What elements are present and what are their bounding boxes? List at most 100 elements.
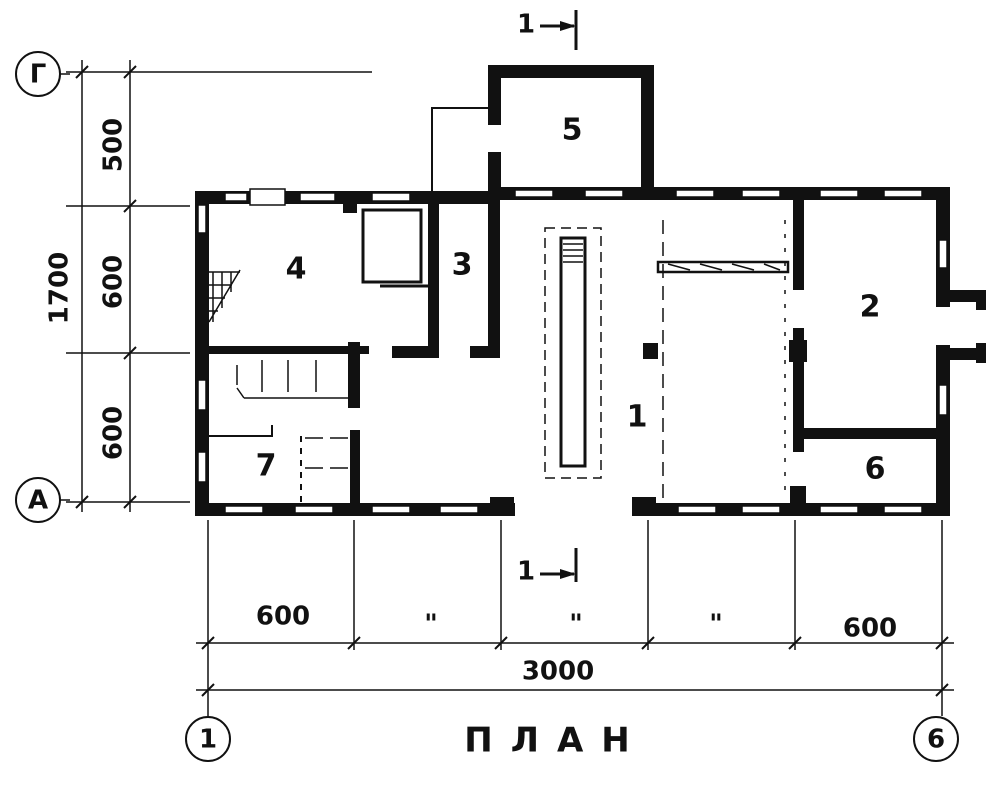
wall-room2-left-upper [793,190,804,290]
window [294,505,334,514]
wall-room3-right-foot [470,346,500,358]
section-mark-label: 1 [517,10,535,40]
beam-hatch [667,263,781,271]
room-number: 2 [860,290,881,325]
wall-stair-post [348,342,360,408]
room-number: 4 [286,252,307,287]
section-arrow-head [560,21,576,31]
post-room4 [343,200,357,213]
wall-room7-right [350,430,360,516]
plan-title: ПЛАН [464,721,647,761]
wall-room4-bottom-right [392,346,439,358]
window [224,505,264,514]
window [741,505,781,514]
axis-label: 6 [927,725,945,755]
window [938,239,948,269]
dimension-part: " [424,610,438,640]
left-dimensions: 1700 500 600 600 [45,60,372,512]
window [883,505,923,514]
room-number: 6 [865,452,886,487]
wall-room5-left [488,65,501,125]
dimension-overall: 3000 [522,657,594,687]
pool-outline [544,227,602,479]
section-mark-bottom: 1 [517,548,578,587]
room-number: 3 [452,248,473,283]
window [584,189,624,198]
section-mark-label: 1 [517,557,535,587]
beam [656,260,790,274]
room-number: 5 [562,113,583,148]
wall-right-bay-top [944,290,984,302]
window [675,189,715,198]
room-number: 1 [627,400,648,435]
window [819,505,859,514]
window [883,189,923,198]
dimension-part: 600 [99,255,129,309]
wall-room2-room6 [793,428,943,439]
window [197,451,207,483]
wall-right-bay-end-bottom [976,343,986,363]
axis-row-top: Г [15,51,70,97]
axis-bubble [913,716,959,762]
window [819,189,859,198]
wall-room4-room3 [428,191,439,356]
leader-line [431,107,490,194]
wall-room2-left-lower [793,328,804,452]
section-arrow-head [560,569,576,579]
wall-room5-right [641,65,654,200]
windows [197,188,948,514]
wall-top-right [495,187,950,200]
dimension-part: 600 [99,406,129,460]
axis-label: А [28,486,48,516]
dimension-part: " [709,610,723,640]
walls [195,65,986,516]
window [938,384,948,416]
window [249,188,286,206]
window [224,192,248,202]
wall-right-bay-end-top [976,290,986,310]
dimension-ticks [201,636,949,697]
wall-room3-right [488,191,500,356]
wall-room5-left-lower [488,152,501,200]
dimension-part: " [569,610,583,640]
wall-room5-top [488,65,654,78]
window [677,505,717,514]
window [741,189,781,198]
window [371,192,411,202]
interior-details [208,107,790,503]
wall-room4-bottom [209,346,369,354]
axis-bubble [185,716,231,762]
axis-label: Г [30,60,47,90]
pool-inner [559,236,587,468]
bottom-dimensions: 600 " " " 600 3000 [196,520,954,716]
dimension-ticks [75,65,137,509]
section-mark-top: 1 [517,10,578,50]
column-entry-right [632,497,656,515]
axis-column-left: 1 [185,716,231,762]
window [299,192,336,202]
window [197,379,207,411]
column-hall [643,343,658,359]
fixture-box [361,208,423,284]
dimension-part: 500 [99,118,129,172]
window [514,189,554,198]
column-entry-left [490,497,514,515]
stair-diagonal [208,269,241,323]
wall-left [195,191,209,516]
dimension-overall: 1700 [45,252,75,324]
dimension-part: 600 [843,614,897,644]
dimension-part: 600 [256,602,310,632]
wall-room6-post [790,486,806,516]
pool-steps [563,243,583,263]
wall-right-bay-bottom [944,348,984,360]
axis-row-bottom: А [15,477,70,523]
room7-partition [209,425,273,437]
window [197,204,207,234]
room-number: 7 [256,449,277,484]
axis-column-right: 6 [913,716,959,762]
window [439,505,479,514]
wall-room2-left-knob [789,340,807,362]
stair-treads [236,360,348,399]
window [371,505,411,514]
